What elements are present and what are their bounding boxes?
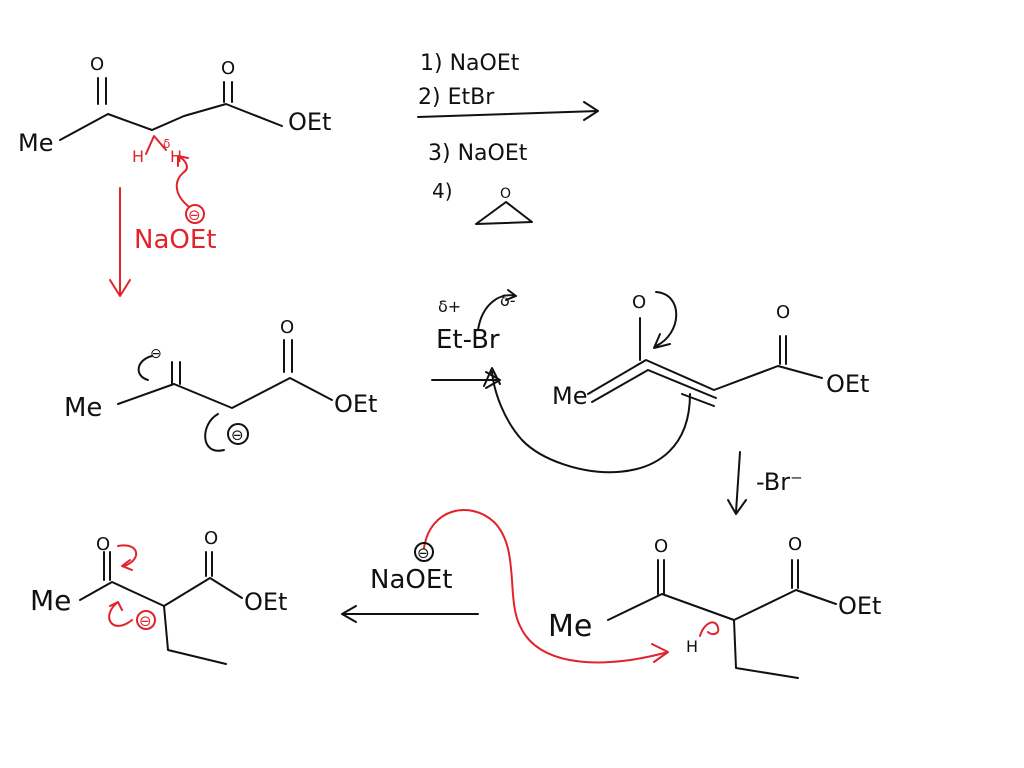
nucleophilic-attack-arrow xyxy=(483,367,691,474)
keto-oxygen-label: O xyxy=(654,536,668,557)
carbanion-charge-ring xyxy=(136,610,156,630)
oxygen-anion-charge: ⊖ xyxy=(150,346,162,362)
ethoxide-charge-ring xyxy=(414,542,434,562)
me-label: Me xyxy=(64,393,102,423)
skeleton-bonds xyxy=(59,77,283,141)
conditions-arrow xyxy=(417,101,599,121)
h-bond-marks xyxy=(145,135,167,155)
ethoxide-charge: ⊖ xyxy=(188,206,201,224)
naoet-label: NaOEt xyxy=(134,225,216,255)
second-deprotonation-arrow xyxy=(423,509,669,664)
ester-oxygen-label: O xyxy=(204,528,218,549)
deprotonation-step: NaOEt xyxy=(109,187,216,297)
condition-step-2: 2) EtBr xyxy=(418,85,495,110)
oet-label: OEt xyxy=(838,592,881,620)
enolate-intermediate: Me ⊖ O OEt ⊖ xyxy=(64,317,377,452)
ester-oxygen-label: O xyxy=(221,58,235,79)
carbanion-charge: ⊖ xyxy=(231,426,244,444)
bromide-loss-step: -Br⁻ xyxy=(727,451,803,515)
enolate-resonance-form: O O Me OEt xyxy=(552,291,869,410)
deprotonation-arrow xyxy=(175,155,189,207)
bromide-label: -Br⁻ xyxy=(756,468,803,496)
alpha-h-curl xyxy=(699,621,720,637)
alkylated-ketoester: O O Me OEt H xyxy=(548,534,881,679)
carbanion-charge: ⊖ xyxy=(139,612,152,630)
ethyl-bromide-attack: δ+ δ- Et-Br xyxy=(431,289,691,474)
carbonyl-push-arrow xyxy=(117,544,137,571)
ethoxide-charge-ring xyxy=(185,204,205,224)
condition-step-1: 1) NaOEt xyxy=(420,51,520,76)
skeleton-bonds xyxy=(117,339,333,409)
carbanion-charge-ring xyxy=(227,423,249,445)
oet-label: OEt xyxy=(244,588,287,616)
me-label: Me xyxy=(30,584,71,617)
me-label: Me xyxy=(552,382,587,410)
alpha-h-label: H xyxy=(686,637,698,656)
ester-oxygen-label: O xyxy=(776,302,790,323)
epoxide-oxygen: O xyxy=(500,186,511,202)
resonance-curl-top xyxy=(137,355,153,381)
ethoxide-charge: ⊖ xyxy=(417,544,430,562)
starting-ketoester: Me O O OEt H H δ ⊖ xyxy=(18,54,331,224)
resonance-curl-bottom xyxy=(204,413,225,452)
skeleton-bonds xyxy=(587,317,823,407)
ethyl-bromide-formula: Et-Br xyxy=(436,325,500,355)
alpha-h-left: H xyxy=(132,147,144,166)
reaction-arrow xyxy=(431,371,501,389)
oet-label: OEt xyxy=(826,370,869,398)
partial-charge-label: δ xyxy=(163,137,170,151)
delta-plus-label: δ+ xyxy=(438,297,461,316)
bond-break-arrow xyxy=(477,289,517,331)
condition-step-3: 3) NaOEt xyxy=(428,141,528,166)
carbanion-push-arrow xyxy=(108,601,133,627)
oet-label: OEt xyxy=(334,390,377,418)
reaction-conditions: 1) NaOEt 2) EtBr 3) NaOEt 4) O xyxy=(417,51,599,225)
down-arrow xyxy=(727,451,747,515)
alkylated-enolate: O O Me OEt ⊖ xyxy=(30,528,287,665)
keto-oxygen-label: O xyxy=(632,292,646,313)
oet-label: OEt xyxy=(288,108,331,136)
electron-push-arrow xyxy=(653,291,678,349)
skeleton-bonds xyxy=(79,551,243,665)
ketone-oxygen-label: O xyxy=(90,54,104,75)
base-attack-arrow xyxy=(423,509,669,664)
me-label: Me xyxy=(18,129,53,157)
epoxide-ring xyxy=(475,201,533,225)
condition-step-4: 4) xyxy=(432,179,453,203)
down-arrow xyxy=(109,187,131,297)
me-label: Me xyxy=(548,609,592,644)
ester-oxygen-label: O xyxy=(280,317,294,338)
skeleton-bonds xyxy=(607,559,837,679)
alpha-h-right: H xyxy=(170,147,182,166)
naoet-label: NaOEt xyxy=(370,565,452,595)
second-base-step: ⊖ NaOEt xyxy=(341,542,479,623)
ester-oxygen-label: O xyxy=(788,534,802,555)
reverse-arrow xyxy=(341,605,479,623)
keto-oxygen-label: O xyxy=(96,534,110,555)
